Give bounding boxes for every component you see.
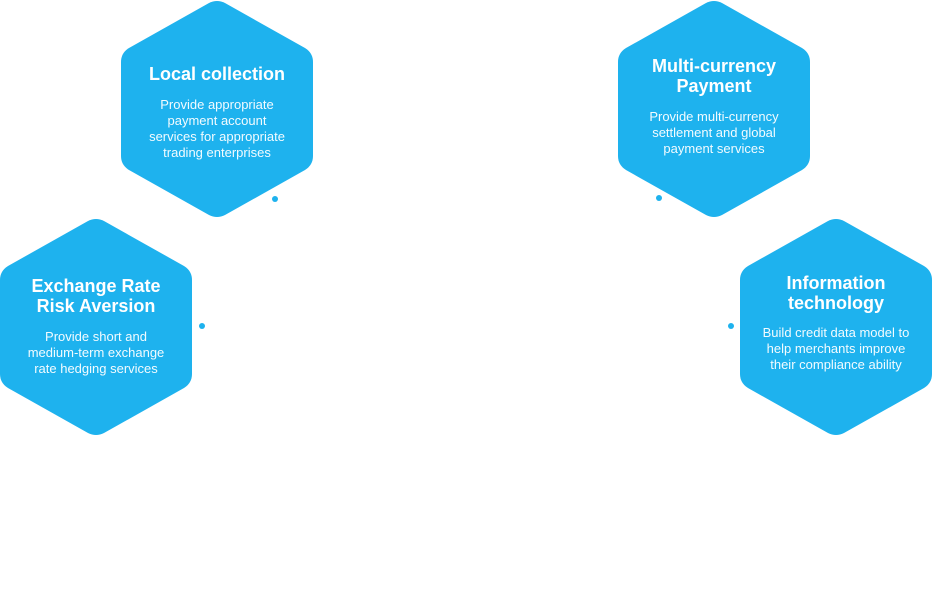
service-title: Information technology	[786, 273, 886, 313]
hexagon-shape	[740, 219, 932, 435]
hexagon-local-collection: Local collection Provide appropriate pay…	[121, 0, 313, 218]
connector-dot	[728, 323, 734, 329]
hexagon-shape	[121, 1, 313, 217]
service-title: Multi-currency Payment	[651, 56, 777, 96]
hexagon-information-technology: Information technology Build credit data…	[740, 218, 932, 436]
service-title: Local collection	[148, 64, 286, 84]
connector-dot	[272, 196, 278, 202]
connector-dot	[199, 323, 205, 329]
hexagon-multi-currency-payment: Multi-currency Payment Provide multi-cur…	[618, 0, 810, 218]
hexagon-shape	[0, 219, 192, 435]
service-description: Provide multi-currency settlement and gl…	[649, 109, 779, 156]
connector-dot	[656, 195, 662, 201]
service-description: Provide short and medium-term exchange r…	[27, 329, 165, 376]
service-title: Exchange Rate Risk Aversion	[31, 276, 161, 316]
hexagon-exchange-rate-risk-aversion: Exchange Rate Risk Aversion Provide shor…	[0, 218, 192, 436]
service-description: Provide appropriate payment account serv…	[149, 97, 285, 160]
service-description: Build credit data model to help merchant…	[762, 325, 910, 372]
hexagon-shape	[618, 1, 810, 217]
